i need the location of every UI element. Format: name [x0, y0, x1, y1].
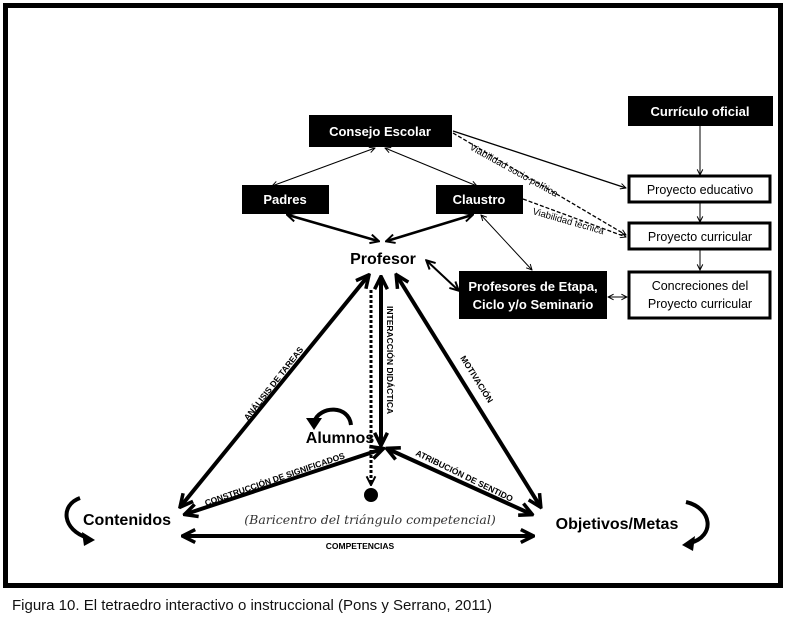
padres-to-profesor-arrow — [288, 215, 378, 241]
consejo-dashed-to-proyecto-curricular — [452, 132, 626, 236]
interaccion-didactica-label: INTERACCIÓN DIDÁCTICA — [385, 306, 396, 414]
triangle-edges — [181, 276, 540, 536]
atribucion-label: ATRIBUCIÓN DE SENTIDO — [414, 447, 515, 504]
claustro-to-profesor-arrow — [387, 215, 472, 241]
consejo-to-padres-arrow — [272, 148, 375, 186]
padres-box: Padres — [242, 185, 329, 214]
claustro-box: Claustro — [436, 185, 523, 214]
viabilidad-tecnica-label: Viabilidad técnica — [531, 206, 606, 237]
profesor-to-profesores-etapa-arrow — [427, 261, 458, 290]
figure-caption: Figura 10. El tetraedro interactivo o in… — [12, 597, 492, 614]
consejo-escolar-box: Consejo Escolar — [309, 115, 452, 147]
construccion-label: CONSTRUCCIÓN DE SIGNIFICADOS — [203, 449, 346, 507]
profesor-contenidos-arrow — [181, 276, 368, 506]
alumnos-objetivos-arrow — [388, 449, 531, 514]
profesores-etapa-label-1: Profesores de Etapa, — [468, 279, 597, 294]
proyecto-curricular-label: Proyecto curricular — [648, 230, 752, 244]
curriculo-oficial-label: Currículo oficial — [651, 104, 750, 119]
consejo-escolar-label: Consejo Escolar — [329, 124, 431, 139]
alumnos-contenidos-arrow — [186, 449, 382, 514]
proyecto-educativo-box: Proyecto educativo — [627, 174, 772, 204]
claustro-dashed-to-proyecto-curricular — [522, 198, 626, 237]
profesores-etapa-box: Profesores de Etapa, Ciclo y/o Seminario — [459, 271, 607, 319]
consejo-to-proyecto-educativo-arrow — [452, 130, 626, 188]
padres-label: Padres — [263, 192, 306, 207]
baricentro-dot — [364, 488, 378, 502]
concreciones-box: Concreciones del Proyecto curricular — [627, 270, 772, 320]
contenidos-node: Contenidos — [83, 512, 171, 529]
baricentro-label: (Baricentro del triángulo competencial) — [244, 512, 496, 527]
objetivos-loop-arrowhead — [682, 536, 695, 551]
analisis-tareas-label: ANÁLISIS DE TAREAS — [242, 344, 306, 422]
proyecto-educativo-label: Proyecto educativo — [647, 183, 753, 197]
objetivos-node: Objetivos/Metas — [556, 516, 679, 533]
profesor-node: Profesor — [350, 251, 416, 268]
concreciones-label-1: Concreciones del — [652, 279, 749, 293]
proyecto-curricular-box: Proyecto curricular — [627, 221, 772, 251]
profesores-etapa-label-2: Ciclo y/o Seminario — [473, 297, 594, 312]
motivacion-label: MOTIVACIÓN — [458, 353, 496, 404]
curriculo-oficial-box: Currículo oficial — [628, 96, 773, 126]
alumnos-loop-arrowhead — [306, 418, 322, 430]
contenidos-loop-arrowhead — [82, 532, 95, 546]
claustro-to-profesores-etapa-arrow — [481, 215, 532, 270]
contenidos-loop-icon — [64, 496, 89, 540]
concreciones-label-2: Proyecto curricular — [648, 297, 752, 311]
consejo-to-claustro-arrow — [385, 148, 477, 186]
objetivos-loop-icon — [685, 500, 710, 545]
claustro-label: Claustro — [453, 192, 506, 207]
alumnos-loop-icon — [312, 407, 353, 426]
competencias-label: COMPETENCIAS — [326, 541, 395, 551]
alumnos-node: Alumnos — [306, 430, 375, 447]
